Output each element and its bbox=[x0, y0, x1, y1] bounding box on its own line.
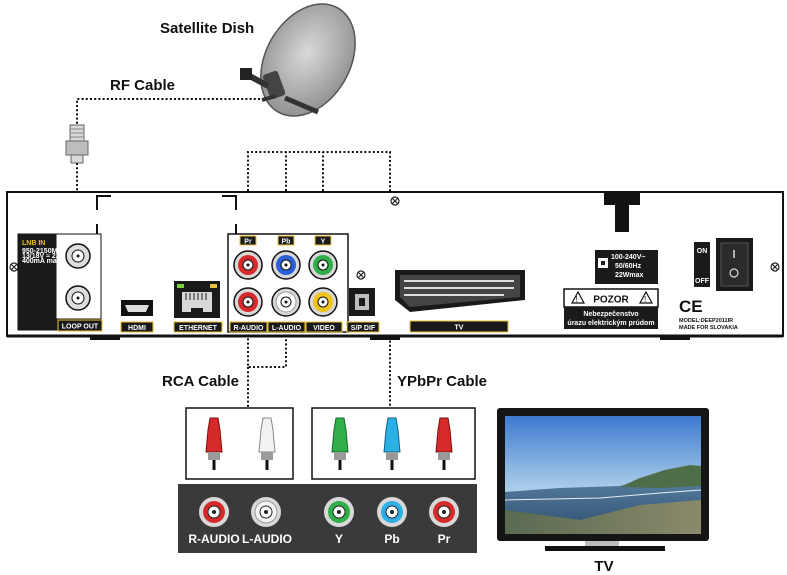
switch-on-label: ON bbox=[697, 248, 708, 255]
rca-cable-label: RCA Cable bbox=[162, 373, 239, 390]
made-in-label: MADE FOR SLOVAKIA bbox=[679, 325, 738, 331]
lnb-spec-line-1: 950-2150MHz bbox=[22, 248, 66, 255]
ypbpr-plugs-box bbox=[311, 407, 476, 480]
red-rca-plug bbox=[205, 417, 223, 470]
loop-out-port[interactable] bbox=[65, 285, 91, 311]
ce-mark: CE bbox=[679, 297, 703, 316]
tv-icon bbox=[497, 408, 709, 551]
av-block bbox=[227, 233, 349, 333]
r-audio-port[interactable] bbox=[233, 287, 263, 317]
receiver-rear-panel: LNB IN 950-2150MHz 13/18V ≈ 22kHz 400mA … bbox=[6, 191, 784, 340]
scart-tv-port[interactable] bbox=[395, 270, 525, 312]
l-audio-port-label: L-AUDIO bbox=[272, 325, 302, 332]
warning-title: POZOR bbox=[593, 295, 629, 306]
satellite-dish-label: Satellite Dish bbox=[160, 20, 254, 37]
ethernet-port[interactable] bbox=[174, 281, 220, 318]
warning-lightning-icon: ! bbox=[576, 295, 578, 304]
rf-cable-label: RF Cable bbox=[110, 77, 175, 94]
scart-tv-label: TV bbox=[455, 325, 464, 332]
warning-exclamation-icon: ! bbox=[644, 295, 646, 304]
pb-port-label: Pb bbox=[282, 239, 291, 246]
tv-r-audio-jack[interactable] bbox=[199, 497, 229, 527]
power-switch[interactable]: ON OFF bbox=[694, 238, 753, 291]
red-plug bbox=[435, 417, 453, 470]
rf-cable bbox=[76, 98, 260, 128]
power-spec-line-2: 50/60Hz bbox=[615, 263, 642, 270]
tv-input-label-y: Y bbox=[335, 532, 343, 546]
video-port-label: VIDEO bbox=[313, 325, 335, 332]
tv-pr-jack[interactable] bbox=[429, 497, 459, 527]
spdif-label: S/P DIF bbox=[351, 325, 376, 332]
hdmi-port[interactable] bbox=[121, 300, 153, 316]
satellite-dish-icon bbox=[240, 3, 356, 117]
lnb-spec-line-2: 13/18V ≈ 22kHz bbox=[22, 253, 73, 260]
tv-label: TV bbox=[594, 558, 613, 575]
ypbpr-cable-label: YPbPr Cable bbox=[397, 373, 487, 390]
pr-port[interactable] bbox=[233, 250, 263, 280]
model-label: MODEL:DEEP2011IR bbox=[679, 318, 733, 324]
tv-input-label-l-audio: L-AUDIO bbox=[242, 532, 292, 546]
l-audio-port[interactable] bbox=[271, 287, 301, 317]
switch-off-label: OFF bbox=[695, 278, 710, 285]
loop-out-label: LOOP OUT bbox=[62, 324, 99, 331]
power-cable-icon bbox=[604, 192, 640, 232]
blue-plug bbox=[383, 417, 401, 470]
y-port-label: Y bbox=[321, 239, 326, 246]
video-port[interactable] bbox=[308, 287, 338, 317]
power-spec-line-1: 100-240V~ bbox=[611, 254, 645, 261]
warning-text-line-1: Nebezpečenstvo bbox=[583, 311, 638, 318]
tv-input-label-pr: Pr bbox=[438, 532, 451, 546]
lnb-in-port[interactable] bbox=[65, 243, 91, 269]
tv-pb-jack[interactable] bbox=[377, 497, 407, 527]
r-audio-port-label: R-AUDIO bbox=[234, 325, 264, 332]
hdmi-label: HDMI bbox=[128, 325, 146, 332]
rca-cable bbox=[247, 330, 287, 420]
rca-plugs-box bbox=[185, 407, 294, 480]
tv-input-panel: R-AUDIO L-AUDIO Y Pb Pr bbox=[178, 484, 477, 553]
pr-port-label: Pr bbox=[244, 239, 252, 246]
y-port[interactable] bbox=[308, 250, 338, 280]
pb-port[interactable] bbox=[271, 250, 301, 280]
tv-input-label-r-audio: R-AUDIO bbox=[188, 532, 239, 546]
tv-y-jack[interactable] bbox=[324, 497, 354, 527]
spdif-port[interactable] bbox=[349, 288, 375, 316]
ethernet-label: ETHERNET bbox=[179, 325, 217, 332]
power-spec-line-3: 22Wmax bbox=[615, 272, 644, 279]
power-spec-block: 100-240V~ 50/60Hz 22Wmax bbox=[595, 250, 658, 284]
white-rca-plug bbox=[258, 417, 276, 470]
tv-input-label-pb: Pb bbox=[384, 532, 399, 546]
warning-text-line-2: úrazu elektrickým prúdom bbox=[567, 320, 654, 327]
green-plug bbox=[331, 417, 349, 470]
lnb-spec-line-3: 400mA max bbox=[22, 258, 61, 265]
lnb-in-label: LNB IN bbox=[22, 240, 45, 247]
tv-l-audio-jack[interactable] bbox=[251, 497, 281, 527]
warning-label: ! ! POZOR Nebezpečenstvo úrazu elektrick… bbox=[563, 288, 659, 329]
